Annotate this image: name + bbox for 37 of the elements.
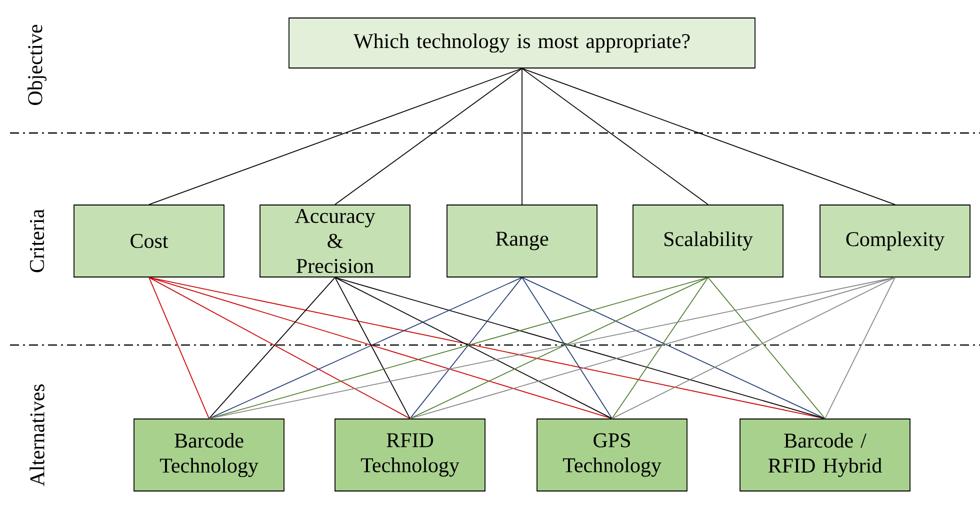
criterion-box: Accuracy & Precision xyxy=(260,204,410,278)
connector-line xyxy=(612,277,708,419)
connector-line xyxy=(522,277,826,419)
connector-line xyxy=(208,277,896,419)
connector-line xyxy=(334,277,612,419)
connector-line xyxy=(334,277,410,419)
alternative-box: Barcode / RFID Hybrid xyxy=(740,418,910,492)
criterion-box: Complexity xyxy=(820,204,970,278)
connector-line xyxy=(208,277,336,419)
level-label: Criteria xyxy=(30,209,44,272)
connector-line xyxy=(148,277,210,419)
alternative-box: Barcode Technology xyxy=(134,418,284,492)
connector-line xyxy=(522,68,708,205)
connector-line xyxy=(148,68,522,205)
connector-line xyxy=(824,277,896,419)
connector-line xyxy=(208,277,708,419)
level-label: Objective xyxy=(27,24,47,105)
connector-line xyxy=(708,277,826,419)
connector-line xyxy=(522,68,896,205)
criterion-box: Range xyxy=(446,204,598,278)
connector-line xyxy=(410,277,708,419)
connector-line xyxy=(148,277,826,419)
alternative-box: GPS Technology xyxy=(536,418,688,492)
connector-line xyxy=(522,277,612,419)
connector-line xyxy=(148,277,612,419)
connector-line xyxy=(334,277,826,419)
alternative-box: RFID Technology xyxy=(334,418,486,492)
criterion-box: Scalability xyxy=(632,204,784,278)
connector-line xyxy=(612,277,896,419)
connector-line xyxy=(334,68,522,205)
connector-line xyxy=(410,277,896,419)
criterion-box: Cost xyxy=(74,204,224,278)
connector-line xyxy=(148,277,410,419)
level-label: Alternatives xyxy=(30,384,44,486)
connector-line xyxy=(208,277,522,419)
objective-box: Which technology is most appropriate? xyxy=(288,18,756,68)
connector-line xyxy=(410,277,522,419)
